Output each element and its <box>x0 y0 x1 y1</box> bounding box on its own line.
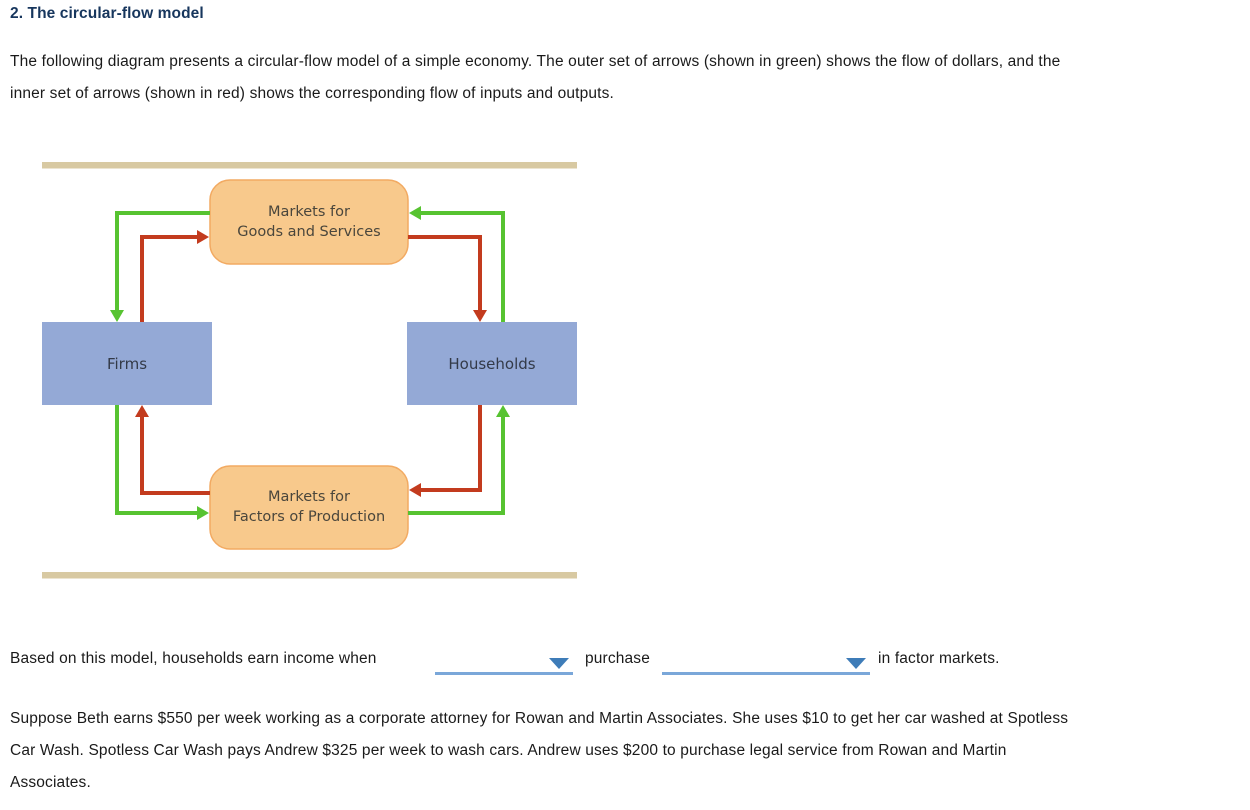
circular-flow-svg <box>42 162 577 579</box>
goods-market-box <box>209 179 409 265</box>
intro-line-1: The following diagram presents a circula… <box>10 53 1061 70</box>
green-arrow-firms-to-factormarket <box>115 405 209 520</box>
red-arrow-households-to-factormarket <box>409 405 482 497</box>
circular-flow-diagram: Markets for Goods and Services Markets f… <box>42 162 577 580</box>
dropdown-what-purchased[interactable] <box>662 650 870 675</box>
question-text-before: Based on this model, households earn inc… <box>10 650 377 667</box>
red-arrow-factormarket-to-firms <box>135 405 210 495</box>
red-arrow-goodsmarket-to-households <box>408 235 487 322</box>
scenario-line-3: Associates. <box>10 774 91 791</box>
frame-bar-top <box>42 162 577 169</box>
red-arrow-firms-to-goodsmarket <box>140 230 209 322</box>
factors-market-box <box>209 465 409 550</box>
question-text-middle: purchase <box>585 650 650 667</box>
green-arrow-factormarket-to-households <box>408 405 510 515</box>
dropdown-who-purchases[interactable] <box>435 650 573 675</box>
question-text-after: in factor markets. <box>878 650 1000 667</box>
firms-box <box>42 322 212 405</box>
households-box <box>407 322 577 405</box>
scenario-line-2: Car Wash. Spotless Car Wash pays Andrew … <box>10 742 1007 759</box>
chevron-down-icon <box>549 658 569 669</box>
scenario-paragraph: Suppose Beth earns $550 per week working… <box>10 703 1242 799</box>
chevron-down-icon <box>846 658 866 669</box>
intro-paragraph: The following diagram presents a circula… <box>10 46 1242 110</box>
scenario-line-1: Suppose Beth earns $550 per week working… <box>10 710 1069 727</box>
green-arrow-goodsmarket-to-firms <box>110 211 210 322</box>
intro-line-2: inner set of arrows (shown in red) shows… <box>10 85 614 102</box>
green-arrow-households-to-goodsmarket <box>409 206 505 322</box>
frame-bar-bottom <box>42 572 577 579</box>
page-title: 2. The circular-flow model <box>10 5 204 22</box>
